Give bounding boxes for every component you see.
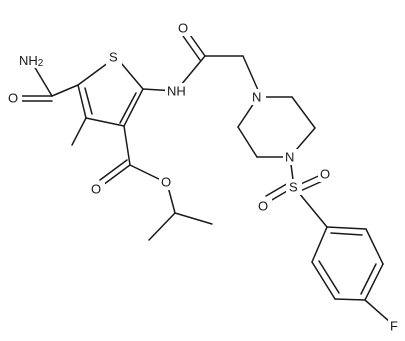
bond-c2-c3 [123,88,144,127]
atom-n-piperazine-bottom-label: N [285,150,294,165]
atom-labels: NH2 O S NH O O O N N S O O F [8,21,398,334]
bond-c4-c5 [77,84,87,119]
bond-c-nh2 [33,65,53,97]
atom-o-amide-label: O [8,91,18,106]
bond-ar-6-1 [311,226,328,263]
bond-pip-c-d [291,96,316,129]
bond-layer [19,31,391,323]
bond-ar-f [364,299,391,323]
atom-nh-label: NH [167,84,186,99]
bond-c4-methyl [71,117,87,146]
bond-ar-5-6 [311,261,336,300]
bond-ar-2-3 [365,228,384,265]
atom-s-ring-label: S [109,50,118,65]
bond-c3-coo [123,125,131,166]
bond-c3-c4 [85,117,125,127]
bond-ch2-n [242,55,259,91]
bond-co-o-double [182,35,201,61]
bond-ar-3-4-double [360,263,377,295]
bond-pip-a-b [237,126,258,158]
bond-c2-c3-double [119,92,137,124]
bond-ar-1-2 [326,226,367,230]
bond-coo-o [102,164,131,186]
bond-amide-ring [51,84,79,97]
atom-o-ester-carbonyl-label: O [91,182,101,197]
atom-nh2-label: NH2 [19,53,44,69]
atom-o-acyl-label: O [178,21,188,36]
bond-ar-5-6-double [318,260,340,294]
atom-o-ester-label: O [161,175,171,190]
atom-n-piperazine-top-label: N [252,90,261,105]
bond-ar-4-5 [334,298,366,301]
bond-ch-me2 [174,212,213,225]
atom-s-sulfonyl-label: S [289,180,298,195]
atom-o-sulfonyl-right-label: O [320,167,330,182]
bond-c4-c5-double [84,87,93,115]
bond-ar-3-4 [364,263,384,301]
bond-ch-me1 [148,212,176,241]
bond-coo-o-double [99,159,128,181]
atom-label-masks [6,20,402,334]
bond-ar-1-2-double [330,232,363,236]
atom-f-label: F [390,319,398,334]
atom-o-sulfonyl-left-label: O [258,199,268,214]
